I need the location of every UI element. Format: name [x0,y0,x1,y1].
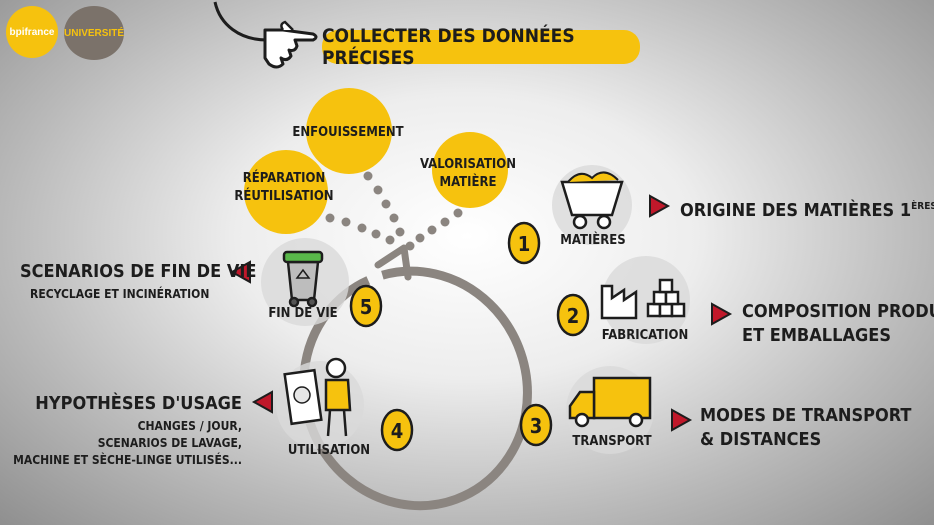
page-title: COLLECTER DES DONNÉES PRÉCISES [322,25,640,69]
dotted-path-valorisation [405,208,463,251]
note-matieres: ORIGINE DES MATIÈRES 1ÈRES [680,195,934,222]
note-transport-1: MODES DE TRANSPORT [700,405,912,426]
bpifrance-logo-text: bpifrance [9,26,55,38]
note-findevie-sub: RECYCLAGE ET INCINÉRATION [30,287,210,301]
pointing-hand-icon [213,1,318,69]
note-usage-1: CHANGES / JOUR, [137,419,242,433]
stage-1-badge [507,221,541,265]
note-fabrication-1: COMPOSITION PRODUIT [742,301,934,322]
dotted-path-reparation [325,213,395,245]
universite-logo-text: UNIVERSITÉ [64,27,125,39]
note-usage-2: SCENARIOS DE LAVAGE, [97,436,242,450]
arrow-findevie-icon [229,260,251,284]
ring-arrow-icon [374,244,412,281]
stage-label-transport: TRANSPORT [572,434,652,449]
stage-5-number: 5 [359,295,373,319]
dotted-path-enfouissement [363,171,405,237]
note-transport-2: & DISTANCES [700,429,822,450]
stage-4-badge [380,408,414,452]
stage-3-badge [519,403,553,447]
stage-label-findevie: FIN DE VIE [268,306,338,321]
arrow-usage-icon [251,390,273,414]
stage-3-number: 3 [529,414,543,438]
label-reparation-2: RÉUTILISATION [234,189,334,204]
note-usage-3: MACHINE ET SÈCHE-LINGE UTILISÉS... [13,453,242,467]
washing-machine-person-icon [283,357,352,437]
label-valorisation-1: VALORISATION [419,157,517,172]
label-valorisation-2: MATIÈRE [439,175,497,190]
note-fabrication-2: ET EMBALLAGES [742,325,891,346]
bubble-enfouissement [306,88,392,174]
label-enfouissement: ENFOUISSEMENT [292,125,404,140]
note-matieres-sup: ÈRES [911,201,934,212]
bubble-valorisation [432,132,508,208]
label-reparation-1: RÉPARATION [242,171,326,186]
recycling-bin-icon [282,250,324,308]
universite-logo: UNIVERSITÉ [64,6,124,60]
stage-4-number: 4 [390,419,404,443]
factory-icon [600,278,686,320]
stage-5-badge [349,284,383,328]
bpifrance-logo: bpifrance [6,6,58,58]
note-usage-title: HYPOTHÈSES D'USAGE [35,393,242,414]
arrow-fabrication-icon [711,302,733,326]
note-matieres-text: ORIGINE DES MATIÈRES 1 [680,200,912,221]
arrow-matieres-icon [649,194,671,218]
truck-icon [568,376,652,428]
stage-label-fabrication: FABRICATION [601,328,689,343]
mine-cart-icon [560,171,624,230]
note-findevie-title: SCENARIOS DE FIN DE VIE [20,261,257,282]
bubble-reparation [244,150,328,234]
stage-label-utilisation: UTILISATION [287,443,371,458]
stage-1-number: 1 [517,232,531,256]
arrow-transport-icon [671,408,693,432]
stage-2-badge [556,293,590,337]
stage-2-number: 2 [566,304,580,328]
stage-label-matieres: MATIÈRES [560,233,626,248]
